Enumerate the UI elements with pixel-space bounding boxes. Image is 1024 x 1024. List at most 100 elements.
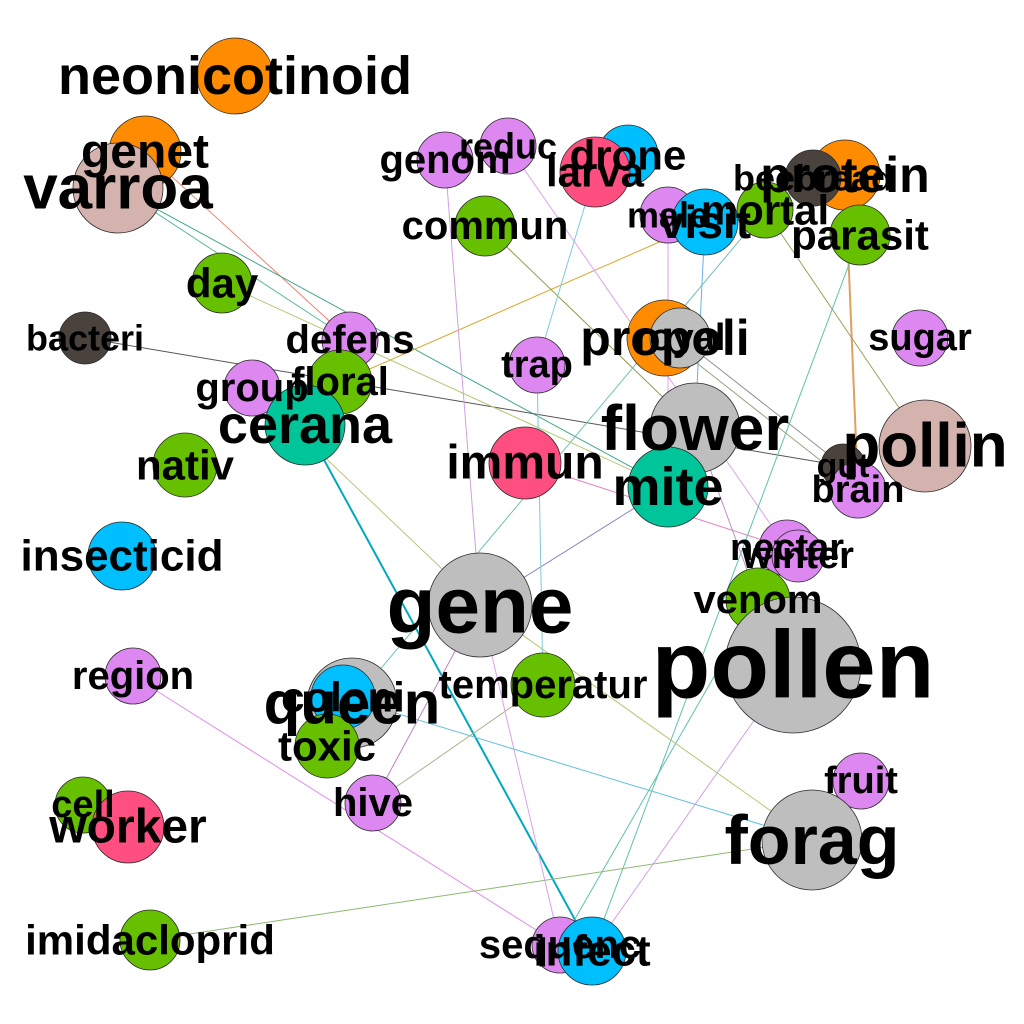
node-label-hive: hive — [333, 781, 413, 825]
node-label-varroa: varroa — [23, 154, 213, 223]
node-label-propoli: propoli — [580, 310, 749, 366]
edge-forag-gene — [479, 604, 813, 841]
node-label-mortal: mortal — [701, 187, 829, 234]
edge-genet-defens — [144, 151, 351, 341]
node-gene[interactable] — [427, 552, 533, 658]
node-label-floral: floral — [291, 360, 389, 404]
node-label-beebread: beebread — [733, 158, 893, 199]
edges-layer — [84, 145, 926, 952]
node-parasit[interactable] — [829, 204, 891, 266]
node-mortal[interactable] — [736, 181, 794, 239]
node-label-genom: genom — [379, 138, 510, 182]
node-pollin[interactable] — [878, 399, 972, 493]
edge-parasit-infect — [591, 234, 861, 952]
node-label-gut: gut — [817, 447, 870, 485]
node-label-region: region — [72, 654, 194, 698]
node-pollen[interactable] — [724, 596, 862, 734]
node-temperatur[interactable] — [510, 652, 576, 718]
edge-hive-temperatur — [372, 684, 544, 804]
node-label-nectar: nectar — [730, 527, 844, 569]
node-group[interactable] — [223, 359, 281, 417]
node-label-mite: mite — [612, 457, 723, 517]
node-label-queen: queen — [264, 670, 441, 737]
node-label-worker: worker — [48, 801, 206, 854]
edge-venom-sequenc — [559, 599, 759, 946]
node-label-imidacloprid: imidacloprid — [25, 917, 275, 964]
node-label-trap: trap — [501, 344, 573, 386]
node-winter[interactable] — [771, 529, 825, 583]
node-visit[interactable] — [671, 188, 739, 256]
node-label-toxic: toxic — [278, 723, 376, 770]
node-label-immun: immun — [446, 437, 603, 490]
node-neonicotinoid[interactable] — [196, 37, 274, 115]
node-royal[interactable] — [649, 307, 711, 369]
node-label-commun: commun — [402, 204, 569, 248]
node-larva[interactable] — [559, 136, 631, 208]
node-label-pollin: pollin — [842, 412, 1007, 481]
node-day[interactable] — [191, 252, 253, 314]
node-label-cell: cell — [51, 784, 114, 826]
node-trap[interactable] — [508, 336, 566, 394]
node-region[interactable] — [104, 647, 162, 705]
edge-temperatur-trap — [536, 364, 544, 686]
node-imidacloprid[interactable] — [119, 909, 181, 971]
node-label-brain: brain — [812, 469, 905, 511]
node-toxic[interactable] — [294, 713, 360, 779]
edge-genom-gene — [444, 159, 481, 606]
edge-sequenc-gene — [479, 604, 561, 946]
node-label-pollen: pollen — [652, 612, 935, 719]
node-label-male: male — [627, 195, 709, 236]
node-bacteri[interactable] — [58, 311, 112, 365]
node-label-venom: venom — [694, 578, 823, 622]
node-label-winter: winter — [741, 535, 854, 577]
node-label-protein: protein — [760, 147, 929, 203]
node-mite[interactable] — [627, 446, 709, 528]
node-beebread[interactable] — [784, 149, 842, 207]
node-genom[interactable] — [416, 131, 474, 189]
edge-mortal-pollin — [764, 209, 926, 447]
node-varroa[interactable] — [72, 142, 164, 234]
node-forag[interactable] — [761, 789, 863, 891]
edge-coloni-forag — [342, 696, 813, 841]
edge-day-mite — [221, 282, 669, 488]
edge-varroa-mite — [117, 187, 669, 488]
node-label-nativ: nativ — [136, 442, 235, 489]
nodes-layer — [54, 37, 972, 986]
node-label-sugar: sugar — [868, 317, 972, 359]
node-label-visit: visit — [659, 196, 751, 248]
node-sugar[interactable] — [891, 309, 949, 367]
edge-floral-visit — [339, 221, 706, 383]
edge-imidacloprid-forag — [149, 839, 813, 941]
node-label-genet: genet — [81, 126, 209, 179]
node-reduc[interactable] — [479, 117, 537, 175]
node-label-bacteri: bacteri — [26, 318, 144, 359]
node-label-neonicotinoid: neonicotinoid — [58, 46, 412, 106]
node-brain[interactable] — [829, 461, 887, 519]
node-label-defens: defens — [286, 318, 415, 362]
node-commun[interactable] — [454, 195, 516, 257]
node-label-group: group — [195, 366, 308, 410]
node-label-insecticid: insecticid — [21, 532, 224, 581]
node-label-flower: flower — [601, 392, 789, 464]
node-fruit[interactable] — [832, 752, 890, 810]
node-label-cerana: cerana — [218, 395, 393, 455]
node-hive[interactable] — [344, 774, 402, 832]
edge-cerana-infect — [304, 424, 593, 952]
node-label-coloni: coloni — [281, 674, 405, 721]
node-label-reduc: reduc — [459, 126, 557, 167]
node-label-infect: infect — [533, 927, 651, 976]
node-immun[interactable] — [488, 426, 562, 500]
node-label-temperatur: temperatur — [439, 663, 648, 707]
node-label-royal: royal — [635, 317, 726, 359]
node-nativ[interactable] — [152, 432, 218, 498]
node-insecticid[interactable] — [87, 521, 157, 591]
node-worker[interactable] — [91, 790, 165, 864]
node-cerana[interactable] — [264, 384, 346, 466]
node-label-fruit: fruit — [824, 760, 898, 802]
node-label-drone: drone — [570, 132, 687, 179]
node-label-sequenc: sequenc — [479, 923, 641, 967]
node-infect[interactable] — [557, 916, 627, 986]
node-label-day: day — [186, 260, 259, 307]
